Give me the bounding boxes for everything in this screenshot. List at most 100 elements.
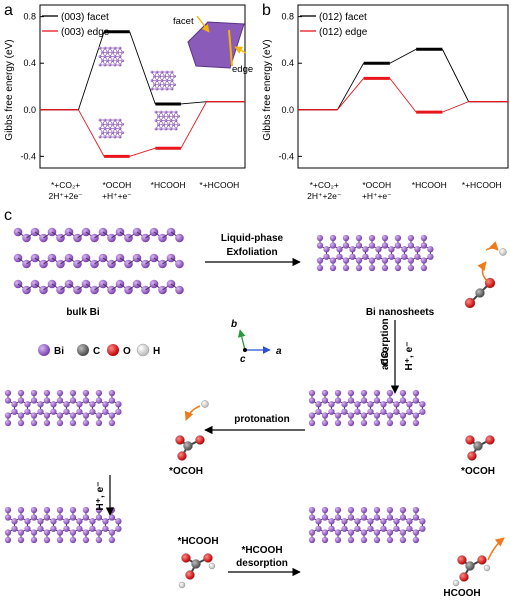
bi-atom (373, 397, 381, 404)
bi-atom (399, 419, 407, 427)
bi-atom (381, 257, 389, 264)
bi-atom (150, 70, 154, 74)
panel-a-ylabel: Gibbs free energy (eV) (4, 39, 15, 140)
axis-b-arrow (237, 329, 246, 351)
bi-atom (367, 408, 374, 415)
bi-atom (82, 419, 90, 427)
bi-atom (375, 246, 382, 253)
exfoliation-label-1: Liquid-phase (221, 233, 284, 244)
bi-atom (150, 87, 154, 91)
o-atom (177, 451, 187, 461)
bi-atom (367, 525, 374, 532)
bi-atom (155, 70, 159, 74)
bi-atom (173, 74, 176, 78)
bi-atom (399, 506, 407, 514)
c-atom (191, 559, 201, 569)
bi-atom (158, 83, 161, 87)
bi-atom (101, 50, 104, 54)
bi-atom (163, 83, 166, 87)
panel-b-legend: (012) facet (012) edge (300, 12, 368, 38)
bi-atom (4, 412, 12, 419)
plot-frame (39, 4, 246, 169)
bi-atom (347, 412, 355, 419)
bi-atom (82, 389, 90, 397)
energy-connector (389, 78, 417, 113)
bi-atom (393, 518, 400, 525)
bi-atom (321, 536, 329, 544)
bi-atom (169, 110, 173, 114)
bi-atom (101, 131, 104, 135)
panel-c-label: c (4, 207, 12, 224)
bi-atom (159, 110, 163, 114)
panel-b-label: b (262, 2, 271, 19)
bi-atom (63, 518, 70, 525)
bi-atom (4, 506, 12, 514)
bi-atom (375, 253, 382, 260)
bi-atom (321, 419, 329, 427)
bi-atom (118, 46, 122, 50)
bi-atom (169, 119, 173, 122)
bi-atom (24, 525, 31, 532)
bi-atom (108, 419, 116, 427)
bi-atom (56, 506, 64, 514)
bi-atom (101, 59, 104, 63)
bi-atom (30, 536, 38, 544)
bi-atom (394, 242, 402, 249)
bi-atom (95, 506, 103, 514)
bi-atom (108, 46, 112, 50)
bi-atom (30, 389, 38, 397)
bi-atom (113, 135, 117, 139)
bi-atom (321, 412, 329, 419)
bi-atom (412, 514, 420, 521)
bi-atom (113, 63, 117, 67)
bi-atom (316, 234, 324, 242)
bi-atom (102, 401, 109, 408)
category-label: *+HCOOH (462, 180, 502, 190)
bi-atom (329, 242, 337, 249)
bi-atom (98, 127, 102, 130)
bi-atom (56, 412, 64, 419)
bi-atom (162, 114, 165, 118)
bi-atom (360, 389, 368, 397)
bi-atom (30, 506, 38, 514)
facet-annotation: facet (173, 16, 194, 27)
bi-atom (388, 246, 395, 253)
bi-atom (118, 118, 122, 122)
bi-atom (414, 253, 421, 260)
legend-bi-atom (38, 344, 50, 356)
bi-atom (334, 536, 342, 544)
bi-atom (406, 525, 413, 532)
bi-atom (108, 389, 116, 397)
legend-o-text: O (123, 346, 131, 357)
bi-atom (69, 389, 77, 397)
h-e-label-2: H⁺, e⁻ (95, 482, 106, 511)
bi-cluster (154, 110, 180, 131)
bi-atom (399, 514, 407, 521)
category-label: *+HCOOH (199, 180, 239, 190)
bi-atom (82, 397, 90, 404)
bi-atom (113, 118, 117, 122)
bi-atom (30, 514, 38, 521)
bi-atom (69, 514, 77, 521)
bi-atom (412, 419, 420, 427)
orange-arrow (485, 241, 499, 251)
bi-atom (329, 234, 337, 242)
legend-facet-label: (003) facet (61, 12, 109, 23)
bi-atom (154, 119, 158, 122)
bi-atom (175, 285, 184, 295)
bi-atom (354, 518, 361, 525)
h-e-label-1: H⁺, e⁻ (404, 342, 415, 371)
bi-cluster (98, 118, 124, 139)
bi-atom (321, 389, 329, 397)
bi-atom (341, 518, 348, 525)
bi-atom (165, 87, 169, 91)
bi-atom (315, 525, 322, 532)
bi-atom (118, 63, 122, 67)
bi-atom (334, 419, 342, 427)
bi-atom (347, 389, 355, 397)
bi-atom (386, 419, 394, 427)
bi-atom (24, 408, 31, 415)
bi-atom (11, 525, 18, 532)
bi-atom (175, 233, 184, 243)
bi-atom (106, 50, 109, 54)
